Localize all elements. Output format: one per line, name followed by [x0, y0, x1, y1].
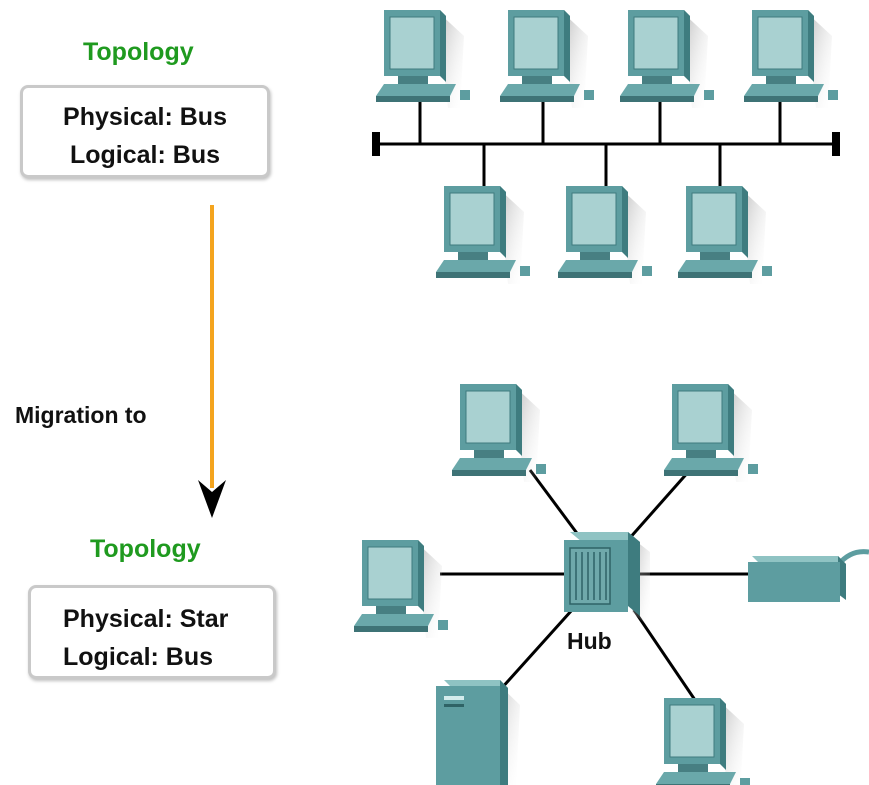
computer-icon — [655, 697, 751, 785]
star-topology-box: Physical: Star Logical: Bus — [28, 585, 276, 679]
migration-arrow — [198, 205, 226, 518]
computer-icon — [375, 9, 471, 109]
bus-physical-label: Physical: Bus — [63, 103, 227, 131]
star-logical-label: Logical: Bus — [63, 643, 214, 671]
computer-icon — [353, 539, 449, 639]
star-diagram — [353, 383, 869, 785]
computer-icon — [677, 185, 773, 285]
hub-icon — [564, 532, 650, 628]
bus-diagram — [372, 9, 840, 285]
star-physical-label: Physical: Star — [63, 605, 229, 633]
computer-icon — [663, 383, 759, 483]
computer-icon — [557, 185, 653, 285]
migration-label: Migration to — [15, 402, 147, 428]
bus-terminator-left — [372, 132, 380, 156]
hub-label: Hub — [567, 628, 612, 654]
printer-icon — [748, 549, 869, 602]
computer-icon — [435, 185, 531, 285]
server-icon — [436, 680, 520, 785]
bus-logical-label: Logical: Bus — [69, 141, 220, 169]
computer-icon — [743, 9, 839, 109]
bus-topology-box: Physical: Bus Logical: Bus — [20, 85, 270, 178]
computer-icon — [451, 383, 547, 483]
computer-icon — [619, 9, 715, 109]
computer-icon — [499, 9, 595, 109]
star-topology-title: Topology — [90, 535, 201, 563]
bus-terminator-right — [832, 132, 840, 156]
bus-topology-title: Topology — [83, 38, 194, 66]
